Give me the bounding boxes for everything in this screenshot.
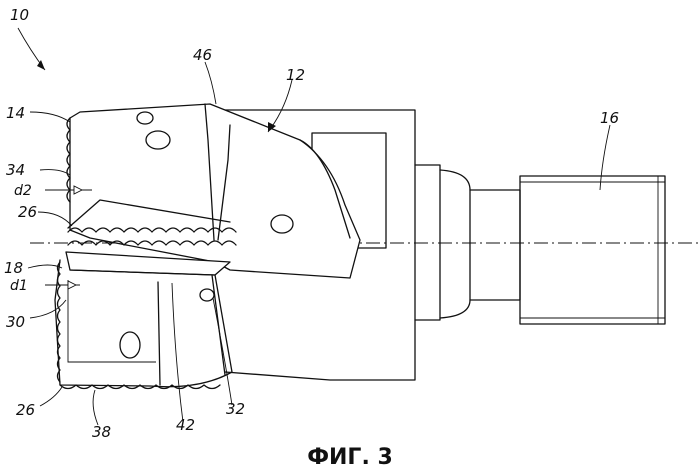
label-34: 34	[6, 161, 25, 179]
lower-insert-body	[55, 260, 232, 387]
label-26-upper: 26	[18, 203, 37, 221]
label-38: 38	[92, 423, 111, 441]
label-18: 18	[4, 259, 23, 277]
label-14: 14	[6, 104, 25, 122]
leader-14	[30, 112, 70, 122]
label-d1: d1	[10, 278, 28, 294]
leader-16	[600, 125, 610, 190]
leader-26b	[40, 387, 62, 406]
leader-38	[93, 390, 98, 425]
label-26-lower: 26	[16, 401, 35, 419]
d1-arrow	[68, 281, 76, 289]
label-30: 30	[6, 313, 25, 331]
screw-hole-small	[200, 289, 214, 301]
figure-caption: ФИГ. 3	[307, 445, 393, 470]
leader-30	[30, 300, 66, 318]
shank-collar	[440, 170, 470, 318]
upper-insert	[70, 104, 360, 278]
label-42: 42	[176, 416, 195, 434]
label-10: 10	[10, 6, 29, 24]
label-16: 16	[600, 109, 619, 127]
lower-insert-edge	[158, 282, 160, 385]
shank-groove	[470, 190, 520, 300]
leader-10-arrow	[37, 60, 45, 70]
screw-hole-lower	[120, 332, 140, 358]
label-32: 32	[226, 400, 245, 418]
leader-46	[205, 62, 216, 104]
label-12: 12	[286, 66, 305, 84]
leader-26a	[38, 212, 72, 226]
lower-inner-frame	[68, 280, 156, 362]
leader-42	[172, 283, 183, 422]
label-d2: d2	[14, 183, 32, 199]
label-46: 46	[193, 46, 212, 64]
shank	[520, 176, 665, 324]
leader-34	[40, 170, 70, 175]
